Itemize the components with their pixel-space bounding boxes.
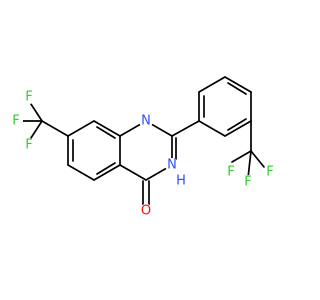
bond <box>224 120 252 137</box>
fluorine-atom-label: F <box>244 175 251 190</box>
molecule-svg: F F F N N H O F F F <box>9 76 277 219</box>
bond <box>41 120 69 137</box>
bond <box>224 76 252 93</box>
bond <box>96 162 116 175</box>
bond <box>171 120 200 137</box>
atom-label-layer: F F F N N H O F F F <box>9 90 277 219</box>
bond <box>231 150 252 163</box>
bond <box>28 120 43 142</box>
bond <box>247 150 252 179</box>
bond <box>227 82 247 95</box>
bond <box>96 126 116 139</box>
atom-background <box>263 165 277 179</box>
atom-background <box>224 165 238 179</box>
bond-layer <box>22 76 265 207</box>
bond <box>93 120 121 137</box>
fluorine-atom-label: F <box>227 165 234 180</box>
nitrogen-atom-label: N <box>141 114 151 129</box>
bond <box>93 164 121 181</box>
atom-background <box>9 114 23 128</box>
fluorine-atom-label: F <box>25 90 32 105</box>
molecule-diagram: F F F N N H O F F F <box>9 76 277 219</box>
bond <box>250 150 265 168</box>
hydrogen-atom-label: H <box>176 174 186 189</box>
atom-background <box>22 90 36 104</box>
bond <box>28 100 43 122</box>
atom-background <box>139 114 153 128</box>
bond <box>119 164 147 181</box>
bond <box>198 76 226 93</box>
nitrogen-atom-label: N <box>167 158 177 173</box>
atom-background <box>241 175 255 189</box>
oxygen-atom-label: O <box>141 204 151 219</box>
bond <box>67 164 95 181</box>
fluorine-atom-label: F <box>25 138 32 153</box>
fluorine-atom-label: F <box>12 114 19 129</box>
atom-background <box>139 204 153 218</box>
atom-background <box>22 138 36 152</box>
fluorine-atom-label: F <box>266 165 273 180</box>
bond <box>67 120 95 137</box>
bond <box>227 118 247 131</box>
bond <box>198 120 226 137</box>
atom-background <box>165 158 179 172</box>
